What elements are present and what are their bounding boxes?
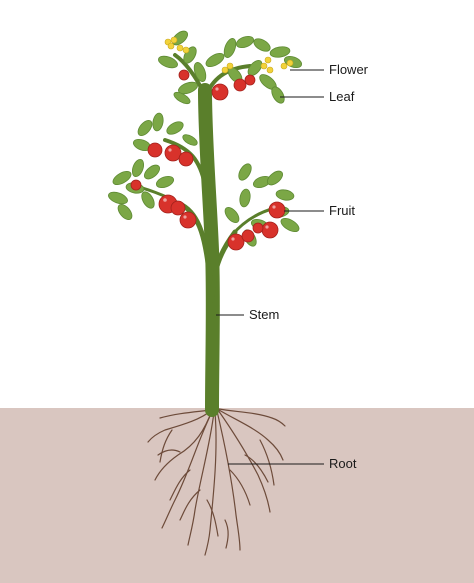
leaf-label: Leaf (329, 89, 355, 104)
soil-area (0, 408, 474, 583)
root-label: Root (329, 456, 357, 471)
fruit-label: Fruit (329, 203, 355, 218)
flower-label: Flower (329, 62, 369, 77)
flowers (164, 36, 294, 74)
fruit-highlights (163, 87, 276, 241)
root-system (147, 408, 286, 556)
stem-label: Stem (249, 307, 279, 322)
fruits (130, 69, 286, 251)
leaves (108, 30, 303, 247)
